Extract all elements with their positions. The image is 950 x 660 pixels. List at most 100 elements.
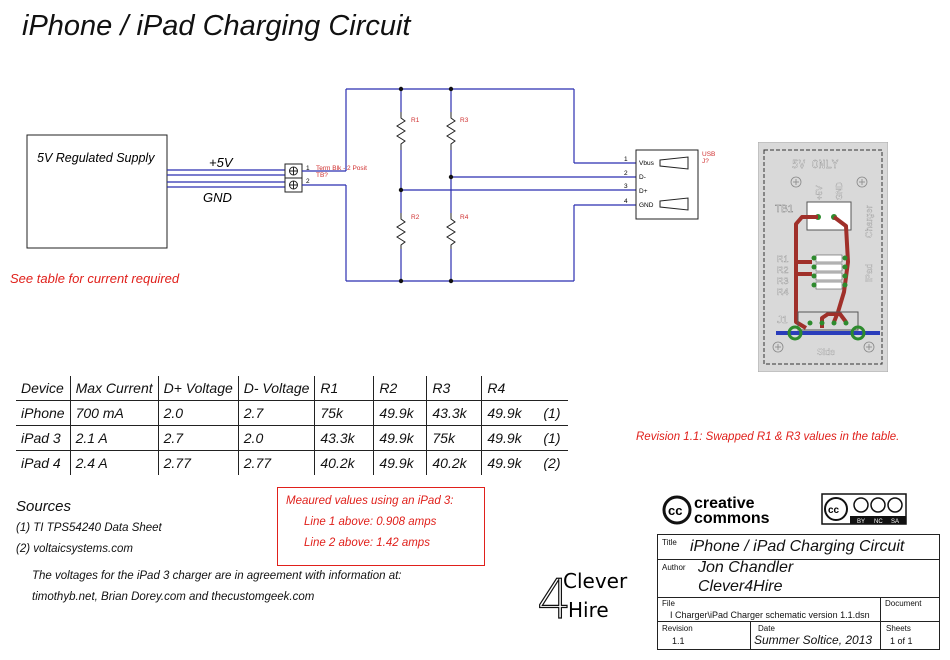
pcb-ipad: iPad <box>864 264 874 282</box>
tb-pin2: 2 <box>306 178 310 185</box>
page-title: iPhone / iPad Charging Circuit <box>22 10 411 42</box>
usb-pin2-name: D- <box>639 174 646 181</box>
pcb-r3: R3 <box>777 276 789 286</box>
tb-author2: Clever4Hire <box>698 578 783 595</box>
cell-dminus: 2.0 <box>237 425 315 451</box>
tb-ref: TB? <box>316 172 328 179</box>
measured-values-box: Meaured values using an iPad 3: Line 1 a… <box>277 487 485 566</box>
cell-r3: 40.2k <box>426 450 482 475</box>
schematic-diagram: 5V Regulated Supply +5V GND 1 2 Term Blk… <box>26 86 715 284</box>
agreement-line2: timothyb.net, Brian Dorey.com and thecus… <box>32 591 315 603</box>
cell-r1: 75k <box>314 400 374 426</box>
logo-line1: Clever <box>563 569 628 593</box>
pcb-usb-pads <box>787 320 866 341</box>
pcb-j1: J1 <box>777 315 788 326</box>
usb-pin3-num: 3 <box>624 183 628 190</box>
pcb-layout: 5V ONLY +5V GND Charger iPad TB1 R1 R2 R… <box>758 142 888 372</box>
title-block: Title iPhone / iPad Charging Circuit Aut… <box>657 534 940 650</box>
cc-circle-icon <box>662 495 692 525</box>
cc-license-badge: cc BY NC SA <box>821 493 907 525</box>
header-r2: R2 <box>373 376 427 401</box>
cell-note: (2) <box>543 455 561 471</box>
cell-dplus: 2.7 <box>157 425 239 451</box>
cell-note: (1) <box>538 400 569 426</box>
usb-pin2-num: 2 <box>624 170 628 177</box>
cell-device: iPad 4 <box>21 455 61 471</box>
header-device: Device <box>16 376 71 401</box>
r2-label: R2 <box>411 214 420 221</box>
pcb-r2: R2 <box>777 265 789 275</box>
tb-sheets-label: Sheets <box>886 624 911 633</box>
component-table: Device Max Current D+ Voltage D- Voltage… <box>16 376 569 475</box>
header-r3: R3 <box>426 376 482 401</box>
network-wires <box>302 88 636 282</box>
source-item: (1) TI TPS54240 Data Sheet <box>16 522 162 534</box>
header-dplus: D+ Voltage <box>157 376 239 401</box>
pcb-tb1: TB1 <box>775 204 794 215</box>
cc-word1: creative <box>694 495 755 512</box>
svg-text:cc: cc <box>828 505 840 516</box>
tb-title: iPhone / iPad Charging Circuit <box>690 538 905 555</box>
cell-r4: 49.9k <box>481 450 539 475</box>
table-row: iPad 3 2.1 A 2.7 2.0 43.3k 49.9k 75k 49.… <box>16 425 569 451</box>
cell-device: iPhone <box>16 400 71 426</box>
pcb-charger: Charger <box>864 205 874 238</box>
supply-wires <box>167 169 286 188</box>
r1-label: R1 <box>411 117 420 124</box>
r3-label: R3 <box>460 117 469 124</box>
cell-note: (1) <box>538 425 569 451</box>
cc-word2: commons <box>694 510 770 527</box>
cell-r4: 49.9k <box>481 425 539 451</box>
usb-name: USB <box>702 151 715 158</box>
terminal-block <box>284 163 303 193</box>
header-dminus: D- Voltage <box>237 376 315 401</box>
table-row: iPhone 700 mA 2.0 2.7 75k 49.9k 43.3k 49… <box>16 400 569 426</box>
pcb-usb-footprint <box>797 311 859 331</box>
tb-date: Summer Soltice, 2013 <box>754 633 873 647</box>
header-note <box>538 376 569 401</box>
tb-sheets: 1 of 1 <box>890 636 913 646</box>
tb-pin1: 1 <box>306 165 310 172</box>
r4-label: R4 <box>460 214 469 221</box>
usb-ref: J? <box>702 158 709 165</box>
header-max-current: Max Current <box>69 376 159 401</box>
measured-line1: Line 1 above: 0.908 amps <box>304 516 437 528</box>
cell-current: 700 mA <box>69 400 159 426</box>
usb-pin4-num: 4 <box>624 198 628 205</box>
usb-pin1-num: 1 <box>624 156 628 163</box>
tb-author1: Jon Chandler <box>698 559 794 576</box>
cc-nc: NC <box>874 519 883 525</box>
usb-pin3-name: D+ <box>639 188 648 195</box>
cc-sa: SA <box>891 519 899 525</box>
cell-dplus: 2.77 <box>157 450 239 475</box>
pcb-header: 5V ONLY <box>792 158 839 171</box>
cc-by: BY <box>857 519 865 525</box>
revision-note: Revision 1.1: Swapped R1 & R3 values in … <box>636 431 900 443</box>
pcb-side: Side <box>817 347 835 357</box>
tb-date-label: Date <box>758 624 775 633</box>
cell-dminus: 2.77 <box>237 450 315 475</box>
tb-title-label: Title <box>662 538 677 547</box>
logo-digit: 4 <box>537 568 571 626</box>
cc-mark-icon: cc <box>668 503 682 518</box>
cell-r1: 43.3k <box>314 425 374 451</box>
sources-title: Sources <box>16 498 72 515</box>
cell-r4: 49.9k <box>481 400 539 426</box>
pcb-gnd: GND <box>835 182 844 200</box>
tb-revision: 1.1 <box>672 636 685 646</box>
pcb-resistor-pads <box>811 255 848 288</box>
usb-pin4-name: GND <box>639 202 654 209</box>
agreement-line1: The voltages for the iPad 3 charger are … <box>32 570 402 582</box>
supply-note: See table for current required <box>10 271 180 286</box>
cell-dminus: 2.7 <box>237 400 315 426</box>
tb-author-label: Author <box>662 563 686 572</box>
plus5v-label: +5V <box>209 155 234 170</box>
cell-dplus: 2.0 <box>157 400 239 426</box>
creative-commons-logo: cc creative commons cc BY NC SA <box>662 493 907 527</box>
table-row: iPad 4 2.4 A 2.77 2.77 40.2k 49.9k 40.2k… <box>16 450 568 475</box>
tb-document-label: Document <box>885 599 922 608</box>
cell-current: 2.4 A <box>69 450 159 475</box>
usb-connector <box>635 149 699 220</box>
pcb-r1: R1 <box>777 254 789 264</box>
supply-label: 5V Regulated Supply <box>37 151 155 165</box>
